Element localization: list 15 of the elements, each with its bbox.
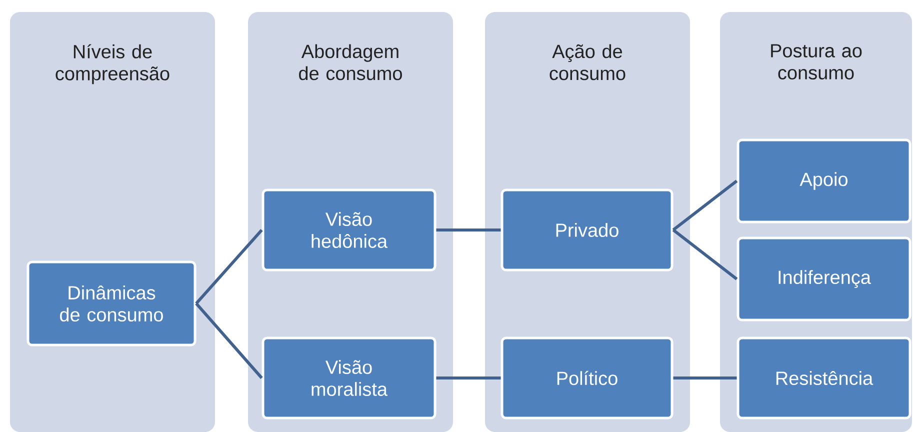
connector-line [673, 376, 737, 380]
connector-line [436, 228, 501, 232]
process-box: Privado [500, 188, 674, 272]
process-box: Indiferença [736, 236, 912, 322]
connector-line [672, 180, 738, 232]
process-box: Resistência [736, 336, 912, 420]
process-box: Apoio [736, 138, 912, 224]
process-box: Visão hedônica [262, 188, 436, 272]
connector-line [672, 228, 738, 280]
process-box: Dinâmicas de consumo [26, 260, 196, 346]
process-box: Político [500, 336, 674, 420]
process-box: Visão moralista [262, 336, 436, 420]
connector-line [195, 229, 263, 304]
connector-line [195, 302, 263, 379]
connector-line [436, 376, 501, 380]
